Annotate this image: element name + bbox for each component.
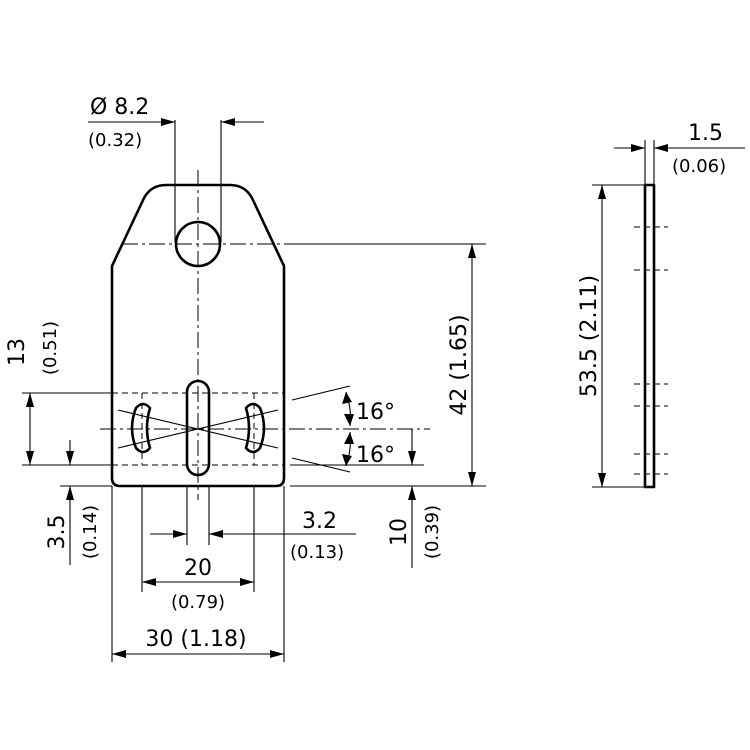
dim-10: 10 xyxy=(387,518,412,546)
dim-hole-diameter: Ø 8.2 xyxy=(90,95,149,120)
dim-3-5: 3.5 xyxy=(45,515,70,550)
dim-slot-width: 3.2 xyxy=(302,509,337,534)
dim-angle-lower: 16° xyxy=(356,443,395,468)
dim-thickness-inch: (0.06) xyxy=(672,156,726,177)
dim-width-30: 30 (1.18) xyxy=(145,627,246,652)
dim-13-inch: (0.51) xyxy=(40,321,61,375)
dim-20: 20 xyxy=(184,556,212,581)
dim-height-42: 42 (1.65) xyxy=(447,314,472,415)
dim-overall-height: 53.5 (2.11) xyxy=(577,275,602,397)
dim-10-inch: (0.39) xyxy=(422,505,443,559)
plate-edge xyxy=(643,183,656,489)
arc-slot-right xyxy=(244,402,266,454)
front-dimensions: Ø 8.2 (0.32) 42 (1.65) 13 (0.51) 3.5 (0.… xyxy=(5,95,486,662)
dim-thickness: 1.5 xyxy=(688,121,723,146)
dim-3-5-inch: (0.14) xyxy=(80,505,101,559)
dim-13: 13 xyxy=(5,338,30,366)
dim-slot-width-inch: (0.13) xyxy=(290,542,344,563)
front-view xyxy=(100,170,430,500)
plate-outline xyxy=(110,183,286,488)
dim-20-inch: (0.79) xyxy=(171,592,225,613)
side-view xyxy=(634,183,668,489)
angle-ray xyxy=(117,409,279,449)
side-dimensions: 1.5 (0.06) 53.5 (2.11) xyxy=(577,121,745,488)
dim-angle-upper: 16° xyxy=(356,400,395,425)
dim-hole-diameter-inch: (0.32) xyxy=(88,130,142,151)
arc-slot-left xyxy=(130,402,152,454)
